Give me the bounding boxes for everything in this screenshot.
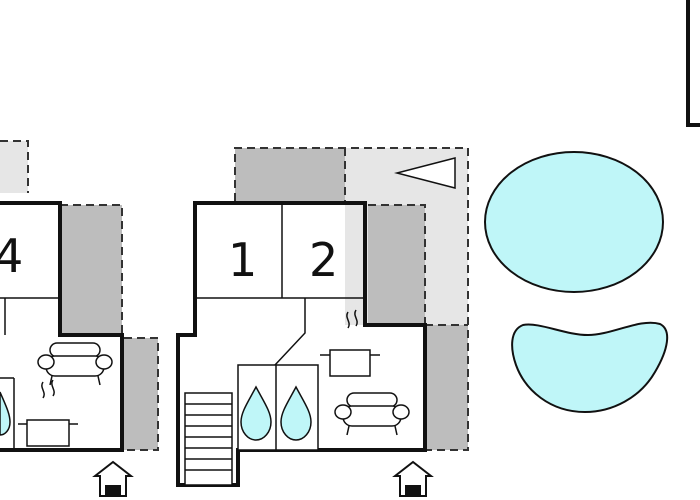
cooking-pot-icon [18,379,78,447]
terrace-left-bottom [124,338,158,450]
water-drop-icon [240,385,272,441]
terrace-right-lower [425,325,468,450]
terraces [0,140,469,451]
entrance-arrow-icon [92,460,134,497]
room-label-2: 2 [309,233,338,287]
left-unit: 4 [0,201,124,452]
terrace-right-dark-top [235,148,345,201]
terrace-right-dark-strip [368,205,425,325]
sofa-icon [37,342,113,386]
cooking-pot-icon [320,309,380,377]
corridor-wall [274,298,306,366]
terrace-left-top-border [0,140,29,193]
terrace-left-strip [60,205,122,335]
pool-icon [511,321,669,414]
room-label-4: 4 [0,229,23,283]
stairs-icon [184,392,233,486]
sofa-icon [334,392,410,436]
terrace-left-bottom-border [124,337,159,451]
frame-corner [686,0,700,127]
pool-icon [484,151,664,293]
water-drop-icon [0,391,11,436]
left-unit-walls [0,201,124,452]
right-unit: 1 2 [176,201,427,487]
triangle-marker-icon [394,157,456,189]
room-label-1: 1 [228,233,257,287]
terrace-right-border [234,147,469,451]
terrace-left-top [0,141,28,193]
entrance-arrow-icon [392,460,434,497]
water-drop-icon [280,385,312,441]
terrace-left-strip-border [60,204,123,335]
